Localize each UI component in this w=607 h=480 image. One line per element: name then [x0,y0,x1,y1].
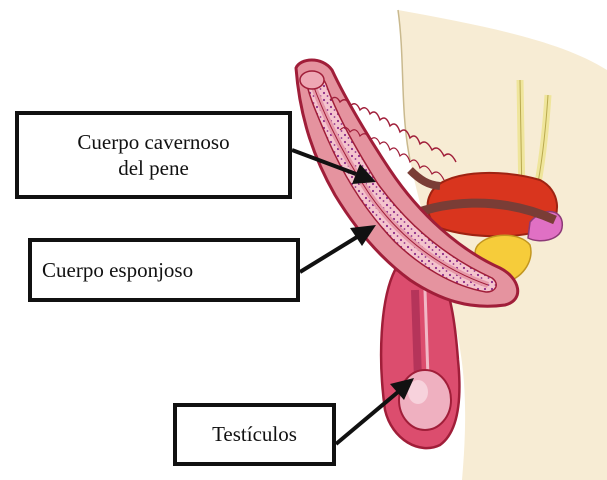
label-cuerpo-esponjoso-text: Cuerpo esponjoso [42,257,193,283]
label-cuerpo-cavernoso-text: Cuerpo cavernoso del pene [77,129,229,182]
spermatic-cord [415,290,418,380]
label-testiculos-text: Testículos [212,421,297,447]
label-cuerpo-esponjoso: Cuerpo esponjoso [28,238,300,302]
label-testiculos: Testículos [173,403,336,466]
arrow-cuerpo-esponjoso [300,225,376,272]
label-cuerpo-cavernoso: Cuerpo cavernoso del pene [15,111,292,199]
